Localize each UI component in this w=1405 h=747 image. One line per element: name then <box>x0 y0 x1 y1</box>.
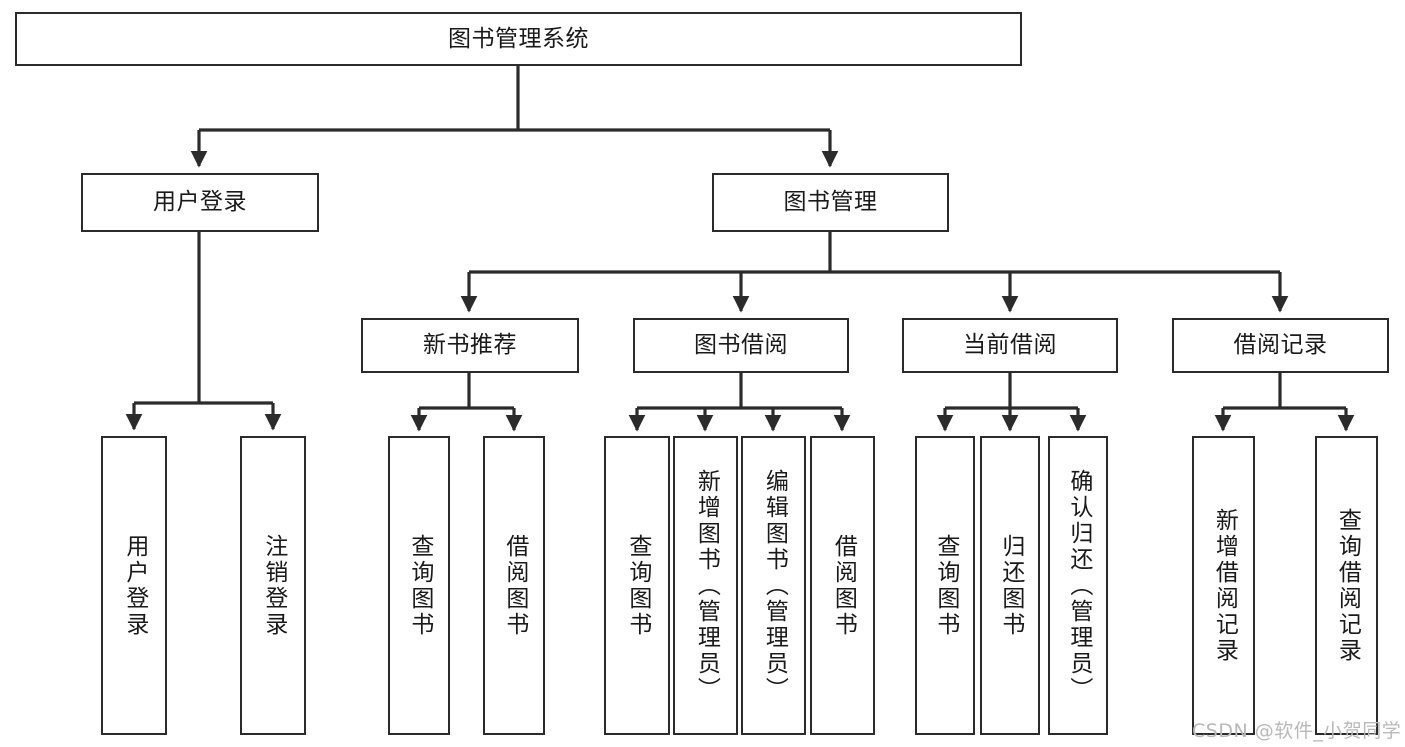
leaf-borrow-book-recommend-label: 借阅图书 <box>501 533 528 638</box>
node-root-label: 图书管理系统 <box>448 25 589 52</box>
leaf-query-book-recommend-label: 查询图书 <box>406 533 433 638</box>
leaf-query-book-borrow[interactable]: 查询图书 <box>604 436 670 735</box>
node-user-login-label: 用户登录 <box>153 189 247 215</box>
node-current-borrow[interactable]: 当前借阅 <box>902 318 1118 373</box>
leaf-borrow-book-recommend[interactable]: 借阅图书 <box>483 436 545 735</box>
node-book-management[interactable]: 图书管理 <box>712 173 949 232</box>
node-book-borrow[interactable]: 图书借阅 <box>633 318 849 373</box>
leaf-query-book-recommend[interactable]: 查询图书 <box>388 436 450 735</box>
leaf-query-book-borrow-label: 查询图书 <box>624 533 651 638</box>
leaf-query-book-current[interactable]: 查询图书 <box>915 436 975 735</box>
leaf-user-login-label: 用户登录 <box>121 533 148 638</box>
leaf-borrow-book-label: 借阅图书 <box>830 533 857 638</box>
leaf-confirm-return-admin-label: 确认归还（管理员） <box>1065 468 1092 703</box>
leaf-add-borrow-record-label: 新增借阅记录 <box>1211 507 1238 664</box>
node-root[interactable]: 图书管理系统 <box>15 12 1022 66</box>
leaf-user-login[interactable]: 用户登录 <box>101 436 167 735</box>
leaf-edit-book-admin-label: 编辑图书（管理员） <box>761 468 788 703</box>
leaf-query-book-current-label: 查询图书 <box>932 533 959 638</box>
node-user-login[interactable]: 用户登录 <box>81 173 319 232</box>
leaf-confirm-return-admin[interactable]: 确认归还（管理员） <box>1048 436 1108 735</box>
leaf-add-book-admin-label: 新增图书（管理员） <box>693 468 720 703</box>
leaf-add-book-admin[interactable]: 新增图书（管理员） <box>673 436 738 735</box>
node-book-management-label: 图书管理 <box>783 189 878 215</box>
leaf-logout[interactable]: 注销登录 <box>240 436 306 735</box>
leaf-return-book[interactable]: 归还图书 <box>980 436 1040 735</box>
leaf-logout-label: 注销登录 <box>260 533 287 638</box>
node-new-book-recommend-label: 新书推荐 <box>423 332 517 358</box>
node-borrow-record[interactable]: 借阅记录 <box>1172 318 1389 373</box>
leaf-query-borrow-record-label: 查询借阅记录 <box>1334 507 1361 664</box>
leaf-query-borrow-record[interactable]: 查询借阅记录 <box>1315 436 1378 735</box>
leaf-borrow-book[interactable]: 借阅图书 <box>810 436 875 735</box>
node-book-borrow-label: 图书借阅 <box>694 332 788 358</box>
node-current-borrow-label: 当前借阅 <box>963 332 1057 358</box>
node-new-book-recommend[interactable]: 新书推荐 <box>361 318 579 373</box>
watermark: CSDN @软件_小贺同学 <box>1192 720 1402 742</box>
node-borrow-record-label: 借阅记录 <box>1233 332 1328 358</box>
leaf-edit-book-admin[interactable]: 编辑图书（管理员） <box>741 436 806 735</box>
leaf-return-book-label: 归还图书 <box>997 533 1024 638</box>
leaf-add-borrow-record[interactable]: 新增借阅记录 <box>1192 436 1255 735</box>
